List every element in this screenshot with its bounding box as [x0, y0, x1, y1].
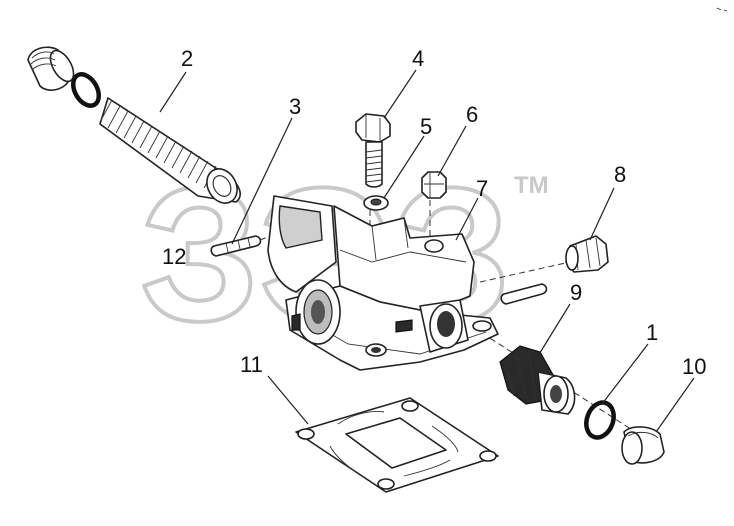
leader-lines [159, 69, 695, 433]
leader-6 [437, 125, 467, 177]
part-threaded-bushing [499, 345, 576, 415]
part-o-ring-left [70, 72, 102, 108]
part-bolt [355, 113, 391, 188]
corner-mark [716, 7, 728, 12]
label-9: 9 [570, 280, 582, 305]
label-3: 3 [289, 94, 301, 119]
callout-labels: 2 3 4 5 6 7 8 9 1 10 11 12 [162, 46, 706, 379]
leader-1 [601, 343, 649, 405]
leader-9 [537, 303, 571, 357]
part-housing-body [267, 195, 499, 371]
part-end-cap-left [27, 46, 75, 91]
label-5: 5 [420, 114, 432, 139]
label-7: 7 [476, 176, 488, 201]
leader-7 [455, 197, 479, 241]
label-12: 12 [162, 244, 186, 269]
part-gasket [295, 397, 499, 493]
part-small-plug [421, 171, 447, 199]
label-4: 4 [412, 46, 424, 71]
part-pin-left [210, 235, 262, 257]
leader-4 [383, 69, 417, 119]
leader-3 [231, 117, 293, 245]
part-washer [363, 195, 389, 211]
part-end-cap-right [621, 426, 665, 465]
leader-10 [655, 377, 695, 433]
label-2: 2 [181, 46, 193, 71]
label-6: 6 [466, 102, 478, 127]
label-11: 11 [240, 352, 263, 377]
label-1: 1 [646, 320, 658, 345]
leader-8 [589, 187, 615, 241]
part-spring [99, 97, 241, 204]
leader-11 [267, 375, 309, 425]
leader-2 [159, 71, 187, 113]
part-fitting [565, 235, 609, 273]
label-8: 8 [614, 162, 626, 187]
watermark-trademark: TM [514, 172, 549, 199]
label-10: 10 [682, 354, 706, 379]
part-o-ring-right [584, 400, 616, 440]
part-pin-right [500, 283, 548, 305]
leader-5 [383, 135, 425, 199]
